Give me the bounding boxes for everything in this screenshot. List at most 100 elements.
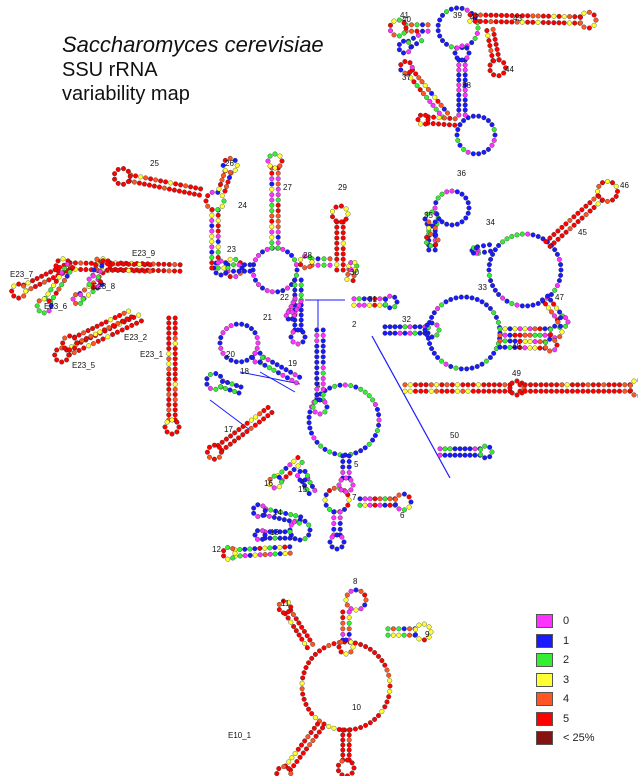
nucleotide-dot [314, 338, 320, 344]
nucleotide-dot [301, 629, 307, 634]
nucleotide-dot [136, 268, 142, 274]
nucleotide-dot [300, 691, 306, 697]
nucleotide-dot [209, 212, 215, 218]
nucleotide-dot [309, 259, 315, 265]
nucleotide-dot [269, 208, 275, 214]
nucleotide-dot [155, 268, 161, 274]
nucleotide-dot [486, 382, 492, 388]
nucleotide-dot [600, 180, 605, 186]
nucleotide-dot [310, 738, 316, 743]
nucleotide-dot [327, 506, 332, 512]
nucleotide-dot [307, 479, 313, 485]
nucleotide-dot [613, 183, 619, 189]
nucleotide-dot [514, 13, 520, 19]
nucleotide-dot [216, 444, 222, 450]
nucleotide-dot [346, 464, 352, 470]
nucleotide-dot [462, 72, 468, 78]
nucleotide-dot [81, 345, 87, 351]
nucleotide-dot [73, 292, 79, 298]
nucleotide-dot [215, 223, 221, 229]
nucleotide-dot [146, 182, 152, 188]
nucleotide-dot [593, 17, 599, 23]
nucleotide-dot [172, 335, 178, 341]
nucleotide-dot [314, 332, 320, 338]
helix-label: 16 [264, 479, 273, 488]
nucleotide-dot [402, 388, 408, 394]
nucleotide-dot [287, 544, 293, 550]
nucleotide-dot [489, 53, 495, 59]
nucleotide-dot [256, 252, 261, 258]
nucleotide-dot [11, 293, 17, 299]
nucleotide-dot [255, 340, 261, 346]
nucleotide-dot [287, 462, 293, 468]
nucleotide-dot [316, 729, 322, 735]
nucleotide-dot [628, 382, 633, 388]
nucleotide-dot [567, 20, 572, 26]
nucleotide-dot [532, 339, 538, 345]
nucleotide-dot [299, 742, 304, 748]
nucleotide-dot [90, 285, 96, 291]
nucleotide-dot [433, 232, 439, 238]
nucleotide-dot [396, 42, 402, 47]
nucleotide-dot [344, 592, 350, 598]
nucleotide-dot [502, 344, 508, 350]
nucleotide-dot [486, 267, 492, 273]
nucleotide-dot [219, 177, 225, 183]
nucleotide-dot [172, 392, 178, 397]
nucleotide-dot [313, 733, 319, 739]
nucleotide-dot [459, 191, 465, 197]
nucleotide-dot [396, 17, 402, 23]
nucleotide-dot [522, 338, 528, 344]
nucleotide-dot [329, 544, 335, 550]
nucleotide-dot [284, 375, 290, 381]
nucleotide-dot [383, 302, 389, 308]
nucleotide-dot [348, 649, 354, 655]
nucleotide-dot [420, 91, 426, 97]
nucleotide-dot [498, 19, 504, 25]
nucleotide-dot [48, 303, 54, 309]
nucleotide-dot [172, 412, 178, 418]
nucleotide-dot [271, 514, 277, 520]
nucleotide-dot [275, 202, 281, 208]
nucleotide-dot [631, 392, 637, 398]
nucleotide-dot [301, 670, 307, 676]
nucleotide-dot [464, 55, 470, 61]
nucleotide-dot [51, 283, 57, 288]
nucleotide-dot [591, 205, 597, 210]
nucleotide-dot [423, 121, 428, 127]
nucleotide-dot [302, 483, 308, 489]
nucleotide-dot [41, 310, 47, 316]
nucleotide-dot [490, 283, 496, 289]
nucleotide-dot [532, 326, 538, 332]
nucleotide-dot [291, 467, 297, 473]
nucleotide-dot [352, 640, 358, 646]
nucleotide-dot [286, 599, 291, 605]
nucleotide-dot [204, 381, 210, 387]
nucleotide-dot [464, 7, 470, 13]
nucleotide-dot [277, 544, 283, 550]
nucleotide-dot [292, 751, 298, 756]
nucleotide-dot [402, 382, 408, 388]
nucleotide-dot [56, 286, 62, 292]
nucleotide-dot [23, 288, 29, 294]
nucleotide-dot [426, 219, 432, 225]
nucleotide-dot [376, 422, 382, 428]
nucleotide-dot [344, 276, 350, 282]
legend-swatch [536, 633, 553, 648]
nucleotide-dot [110, 261, 116, 267]
nucleotide-dot [318, 443, 324, 449]
nucleotide-dot [346, 459, 352, 464]
nucleotide-dot [444, 388, 450, 394]
nucleotide-dot [346, 615, 352, 621]
nucleotide-dot [196, 192, 202, 198]
nucleotide-dot [156, 261, 162, 267]
nucleotide-dot [456, 102, 462, 108]
nucleotide-dot [331, 515, 337, 521]
nucleotide-dot [276, 484, 282, 490]
nucleotide-dot [129, 322, 135, 328]
nucleotide-dot [303, 665, 309, 671]
legend-swatch [536, 614, 553, 628]
nucleotide-dot [403, 25, 409, 31]
nucleotide-dot [321, 262, 327, 268]
nucleotide-dot [396, 506, 402, 512]
